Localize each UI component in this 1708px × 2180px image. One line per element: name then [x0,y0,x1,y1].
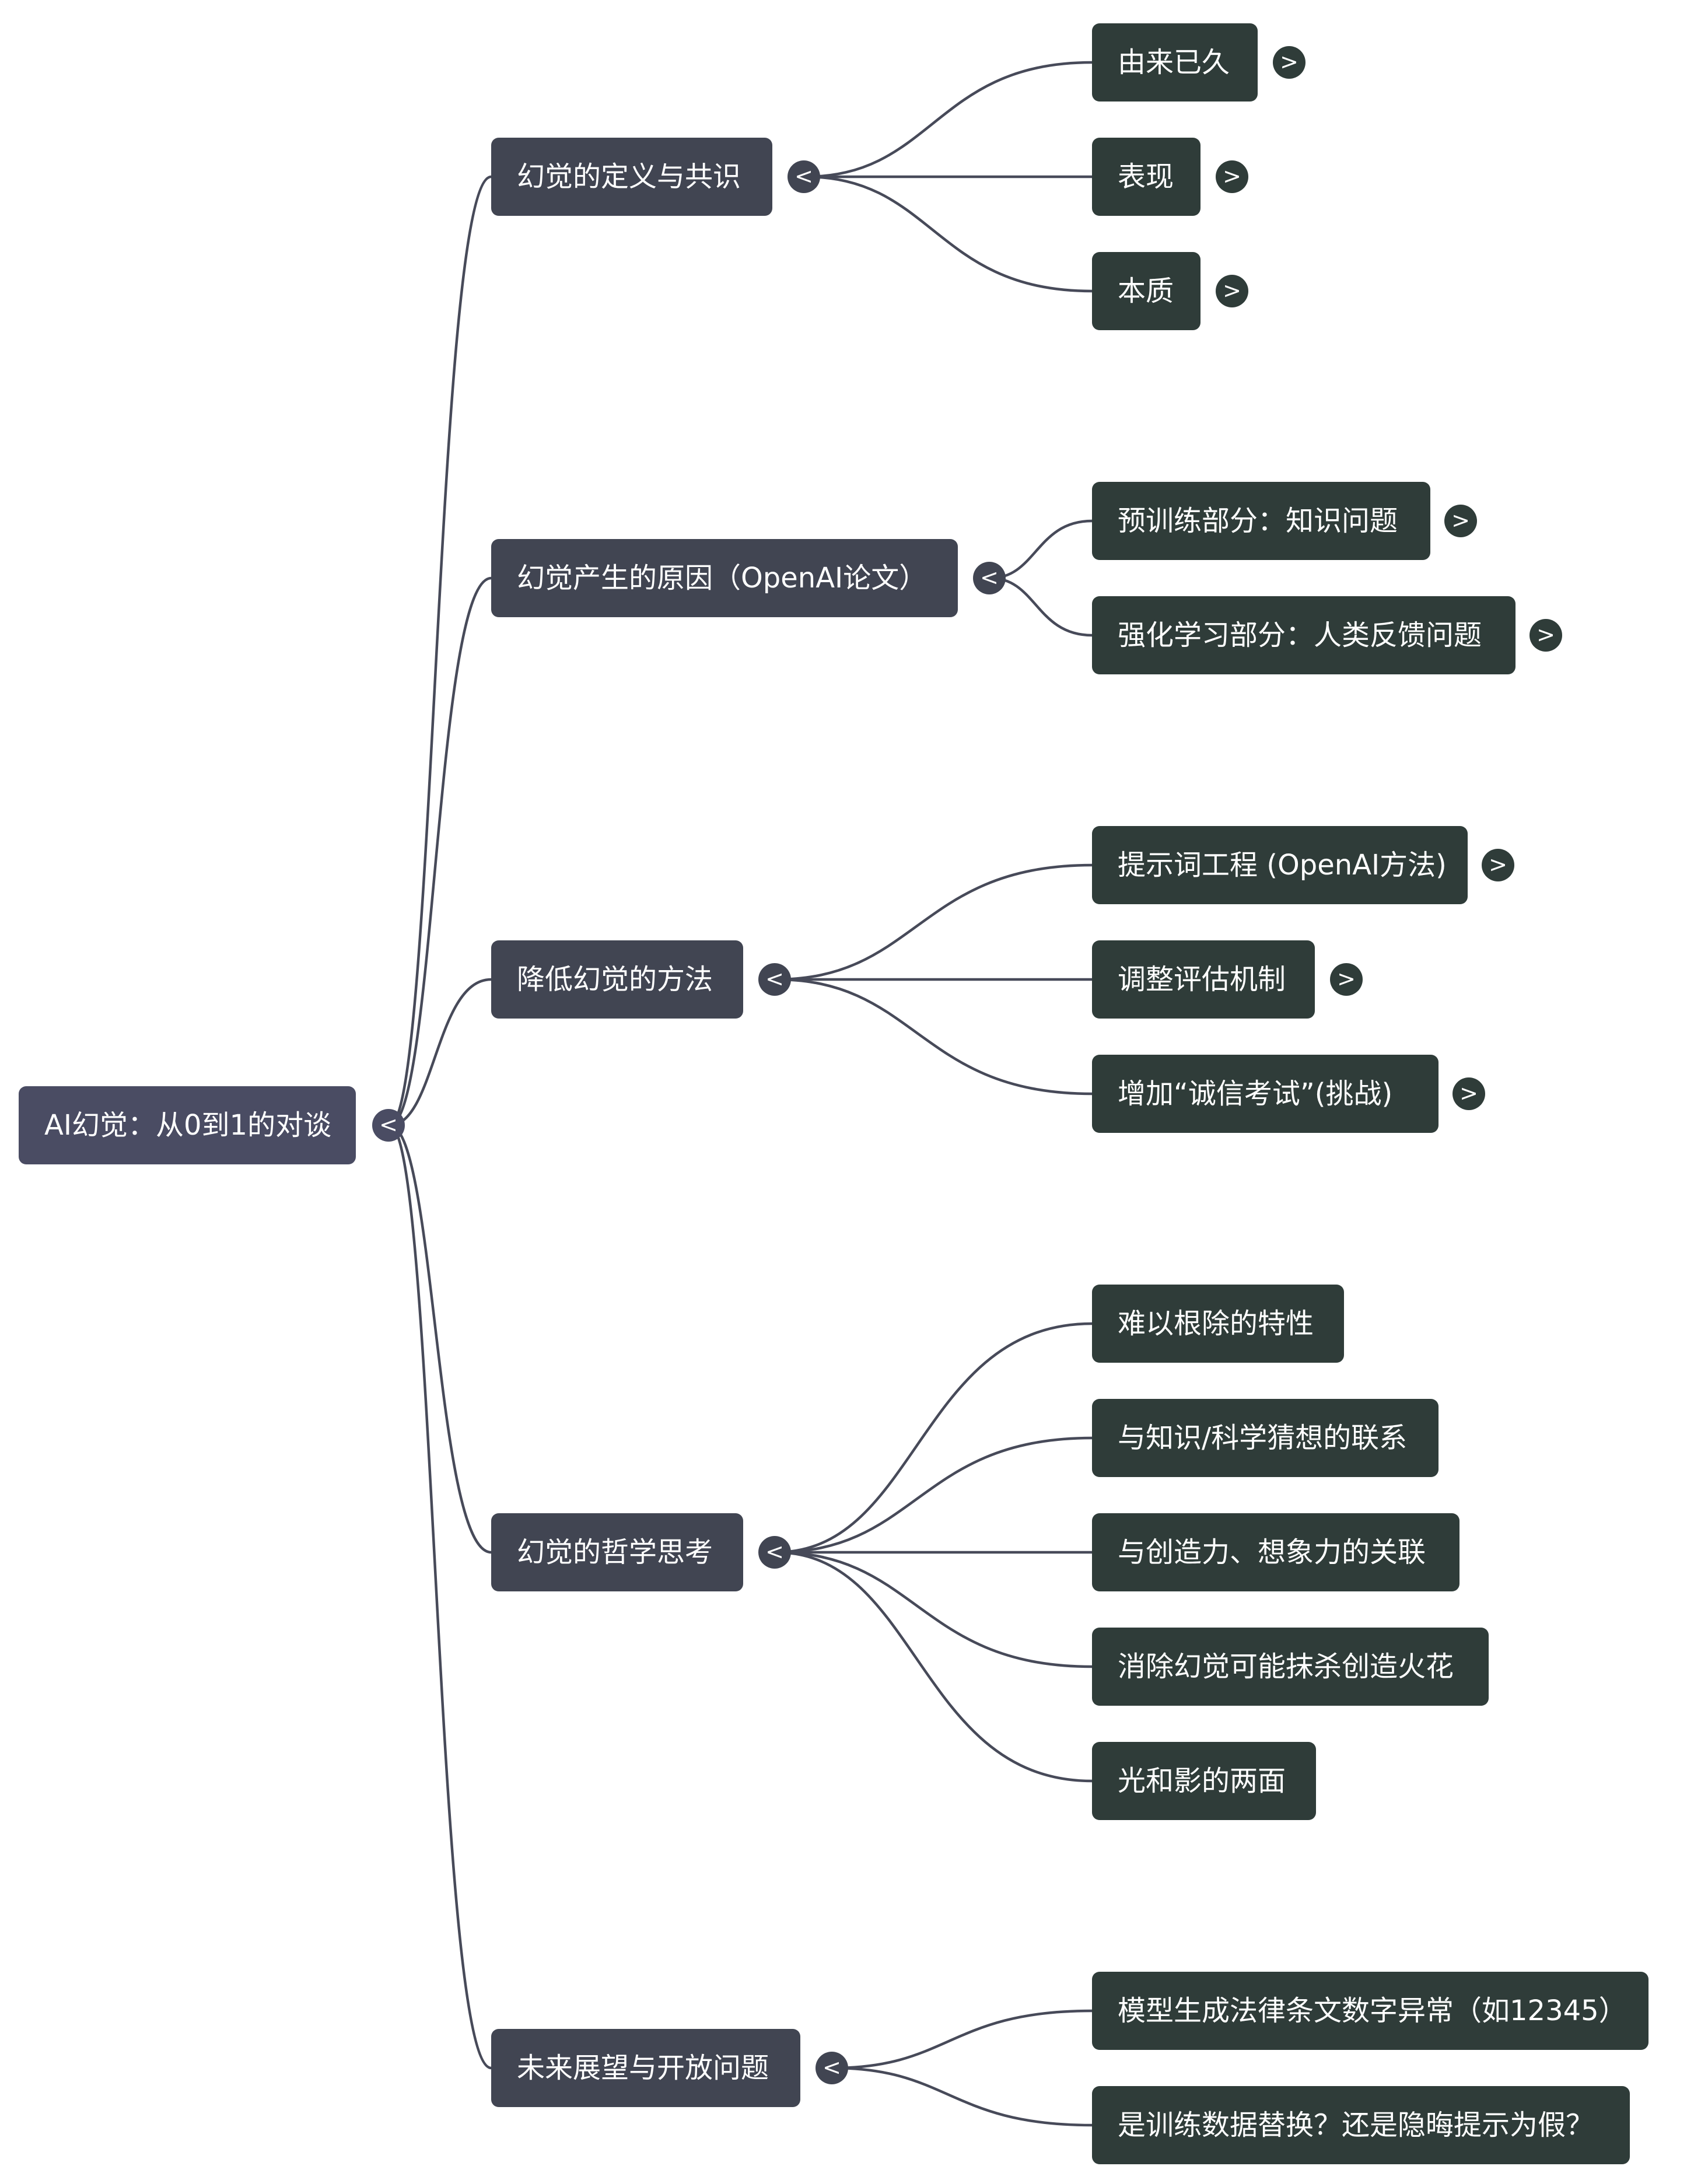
branch-0-edge-0 [804,61,1093,179]
branch-3-edge-3 [775,1551,1093,1668]
leaf-prompt-engineering-expand-toggle[interactable]: > [1482,849,1514,881]
branch-node-definition[interactable]: 幻觉的定义与共识 [491,138,772,216]
leaf-long-history-expand-toggle[interactable]: > [1273,46,1306,79]
leaf-rlhf-expand-toggle[interactable]: > [1530,619,1562,652]
root-node[interactable]: AI幻觉：从0到1的对谈 [19,1086,356,1164]
leaf-node-evaluation[interactable]: 调整评估机制 [1092,940,1315,1019]
leaf-manifestation-expand-toggle[interactable]: > [1216,160,1248,193]
branch-reduction-collapse-toggle[interactable]: < [758,963,791,996]
branch-0-edge-2 [804,175,1093,293]
branch-future-collapse-toggle[interactable]: < [816,2052,848,2084]
leaf-evaluation-expand-toggle[interactable]: > [1330,963,1363,996]
branch-node-philosophy[interactable]: 幻觉的哲学思考 [491,1513,743,1591]
leaf-node-pretraining[interactable]: 预训练部分：知识问题 [1092,482,1430,560]
branch-2-edge-2 [775,978,1093,1096]
branch-definition-collapse-toggle[interactable]: < [788,160,820,193]
branch-3-edge-1 [775,1436,1093,1554]
leaf-node-honesty-test[interactable]: 增加“诚信考试”(挑战) [1092,1055,1438,1133]
branch-node-causes[interactable]: 幻觉产生的原因（OpenAI论文） [491,539,958,617]
branch-1-edge-0 [990,519,1093,580]
leaf-node-prompt-engineering[interactable]: 提示词工程 (OpenAI方法) [1092,826,1468,904]
root-edge-3 [389,1124,492,1554]
branch-philosophy-collapse-toggle[interactable]: < [758,1536,791,1569]
branch-4-edge-0 [832,2009,1093,2070]
root-edge-2 [389,978,492,1127]
branch-node-reduction-methods[interactable]: 降低幻觉的方法 [491,940,743,1019]
root-edge-0 [389,175,492,1127]
root-collapse-toggle[interactable]: < [372,1109,405,1142]
leaf-node-creative-spark[interactable]: 消除幻觉可能抹杀创造火花 [1092,1628,1489,1706]
branch-3-edge-4 [775,1551,1093,1783]
leaf-node-essence[interactable]: 本质 [1092,252,1200,330]
branch-2-edge-0 [775,863,1093,981]
branch-node-future[interactable]: 未来展望与开放问题 [491,2029,800,2107]
leaf-node-light-shadow[interactable]: 光和影的两面 [1092,1742,1316,1820]
branch-1-edge-1 [990,576,1093,637]
leaf-essence-expand-toggle[interactable]: > [1216,275,1248,307]
leaf-pretraining-expand-toggle[interactable]: > [1444,505,1477,537]
leaf-node-training-data-question[interactable]: 是训练数据替换？还是隐晦提示为假？ [1092,2086,1630,2164]
leaf-honesty-test-expand-toggle[interactable]: > [1452,1077,1485,1110]
leaf-node-creativity-link[interactable]: 与创造力、想象力的关联 [1092,1513,1460,1591]
leaf-node-hard-to-eliminate[interactable]: 难以根除的特性 [1092,1285,1344,1363]
leaf-node-manifestation[interactable]: 表现 [1092,138,1200,216]
branch-3-edge-0 [775,1322,1093,1554]
root-edge-1 [389,576,492,1127]
leaf-node-long-history[interactable]: 由来已久 [1092,23,1258,102]
leaf-node-legal-numbers[interactable]: 模型生成法律条文数字异常（如12345） [1092,1972,1648,2050]
root-edge-4 [389,1124,492,2070]
leaf-node-knowledge-link[interactable]: 与知识/科学猜想的联系 [1092,1399,1438,1477]
leaf-node-rlhf[interactable]: 强化学习部分：人类反馈问题 [1092,596,1516,674]
branch-causes-collapse-toggle[interactable]: < [973,562,1006,594]
branch-4-edge-1 [832,2066,1093,2127]
